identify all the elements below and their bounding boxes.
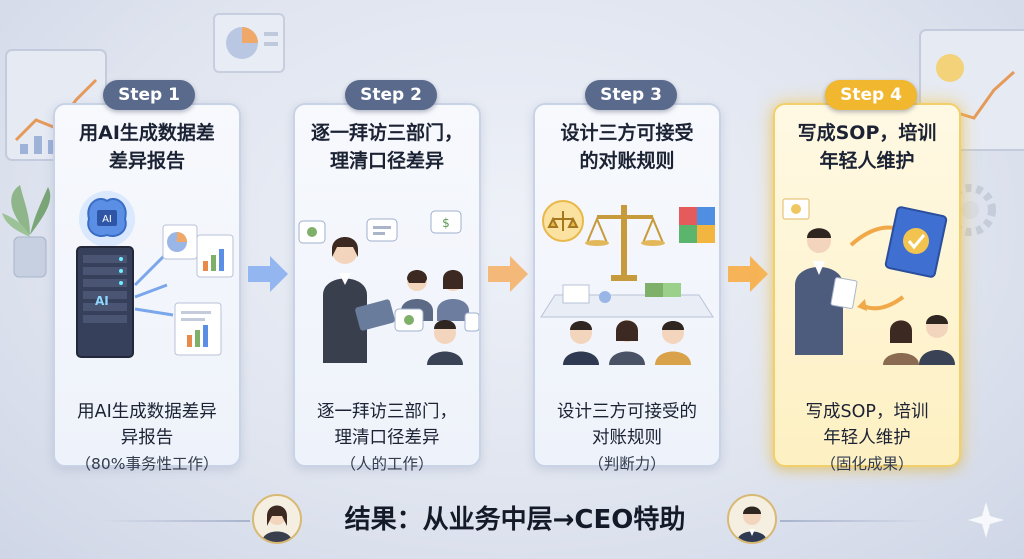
- step-2-title: 逐一拜访三部门， 理清口径差异: [310, 122, 463, 172]
- background-pie-board: [213, 13, 285, 73]
- trainee-avatar: [883, 320, 919, 365]
- trainee-avatar: [919, 315, 955, 365]
- step-2-body-text: 逐一拜访三部门， 理清口径差异: [317, 402, 457, 448]
- team-member-avatar: [655, 321, 691, 365]
- step-3-title: 设计三方可接受 的对账规则: [560, 122, 694, 172]
- department-meeting-illustration: $: [298, 210, 479, 365]
- step-4-note: （固化成果）: [820, 455, 914, 473]
- step-1-badge: Step 1: [103, 80, 195, 110]
- result-bar: 结果：从业务中层→CEO特助: [0, 492, 1024, 548]
- reconciliation-rules-illustration: [540, 200, 715, 365]
- arrow-right-icon: [728, 256, 768, 292]
- arrow-right-icon: [248, 256, 288, 292]
- ai-brain-chip-icon: AI: [87, 198, 127, 237]
- step-2-badge: Step 2: [345, 80, 437, 110]
- step-card-1: 用AI生成数据差 差异报告 AI AI: [53, 103, 241, 473]
- man-avatar-icon: [727, 494, 777, 544]
- chat-bubble-icon: [394, 308, 424, 332]
- step-3-body-text: 设计三方可接受的 对账规则: [557, 402, 697, 448]
- ai-server-illustration: AI AI: [76, 191, 234, 358]
- step-3-note: （判断力）: [588, 455, 666, 473]
- step-card-4: 写成SOP，培训 年轻人维护: [773, 103, 961, 473]
- document-report-icon: [174, 302, 222, 356]
- puzzle-icon: [679, 207, 715, 243]
- step-4-title: 写成SOP，培训 年轻人维护: [797, 122, 937, 172]
- bar-report-icon: [196, 234, 234, 278]
- chat-bubble-icon: [298, 220, 326, 244]
- colleague-avatar: [427, 320, 463, 365]
- result-text: 结果：从业务中层→CEO特助: [344, 505, 686, 535]
- scale-badge-icon: [542, 200, 584, 242]
- chat-bubble-icon: $: [430, 210, 462, 234]
- arrow-right-icon: [488, 256, 528, 292]
- step-1-description: 用AI生成数据差异 异报告 （80%事务性工作）: [59, 373, 235, 503]
- colleague-avatar: [437, 270, 469, 321]
- trainer-avatar: [795, 228, 858, 355]
- svg-text:$: $: [442, 216, 450, 230]
- step-1-note: （80%事务性工作）: [75, 455, 219, 473]
- meeting-table: [540, 283, 714, 318]
- step-card-3: 设计三方可接受 的对账规则: [533, 103, 721, 473]
- step-4-body-text: 写成SOP，培训 年轻人维护: [805, 402, 929, 448]
- step-2-note: （人的工作）: [340, 455, 434, 473]
- step-4-badge: Step 4: [825, 80, 917, 110]
- sop-manual-icon: [884, 206, 948, 278]
- step-3-badge: Step 3: [585, 80, 677, 110]
- sparkle-decoration: [968, 502, 1004, 538]
- team-member-avatar: [609, 320, 645, 365]
- balance-scale-icon: [585, 205, 665, 281]
- ai-server-label: AI: [95, 294, 109, 308]
- step-1-title: 用AI生成数据差 差异报告: [79, 122, 215, 172]
- divider-right: [780, 520, 930, 522]
- team-member-avatar: [563, 321, 599, 365]
- server-rack-icon: AI: [76, 246, 134, 358]
- step-card-2: 逐一拜访三部门， 理清口径差异 $ 逐一拜访三部门: [293, 103, 481, 473]
- background-plant: [2, 185, 51, 278]
- woman-avatar-icon: [252, 494, 302, 544]
- ai-chip-label: AI: [102, 214, 112, 225]
- certificate-icon: [782, 198, 810, 220]
- chat-bubble-icon: [366, 218, 398, 242]
- step-3-description: 设计三方可接受的 对账规则 （判断力）: [539, 373, 715, 503]
- step-2-description: 逐一拜访三部门， 理清口径差异 （人的工作）: [299, 373, 475, 503]
- divider-left: [100, 520, 250, 522]
- pie-report-icon: [162, 224, 198, 260]
- consultant-woman-avatar: [323, 237, 395, 363]
- step-4-description: 写成SOP，培训 年轻人维护 （固化成果）: [779, 373, 955, 503]
- sop-training-illustration: [782, 198, 955, 365]
- eye-bubble-icon: [464, 312, 479, 332]
- step-1-body-text: 用AI生成数据差异 异报告: [77, 402, 217, 448]
